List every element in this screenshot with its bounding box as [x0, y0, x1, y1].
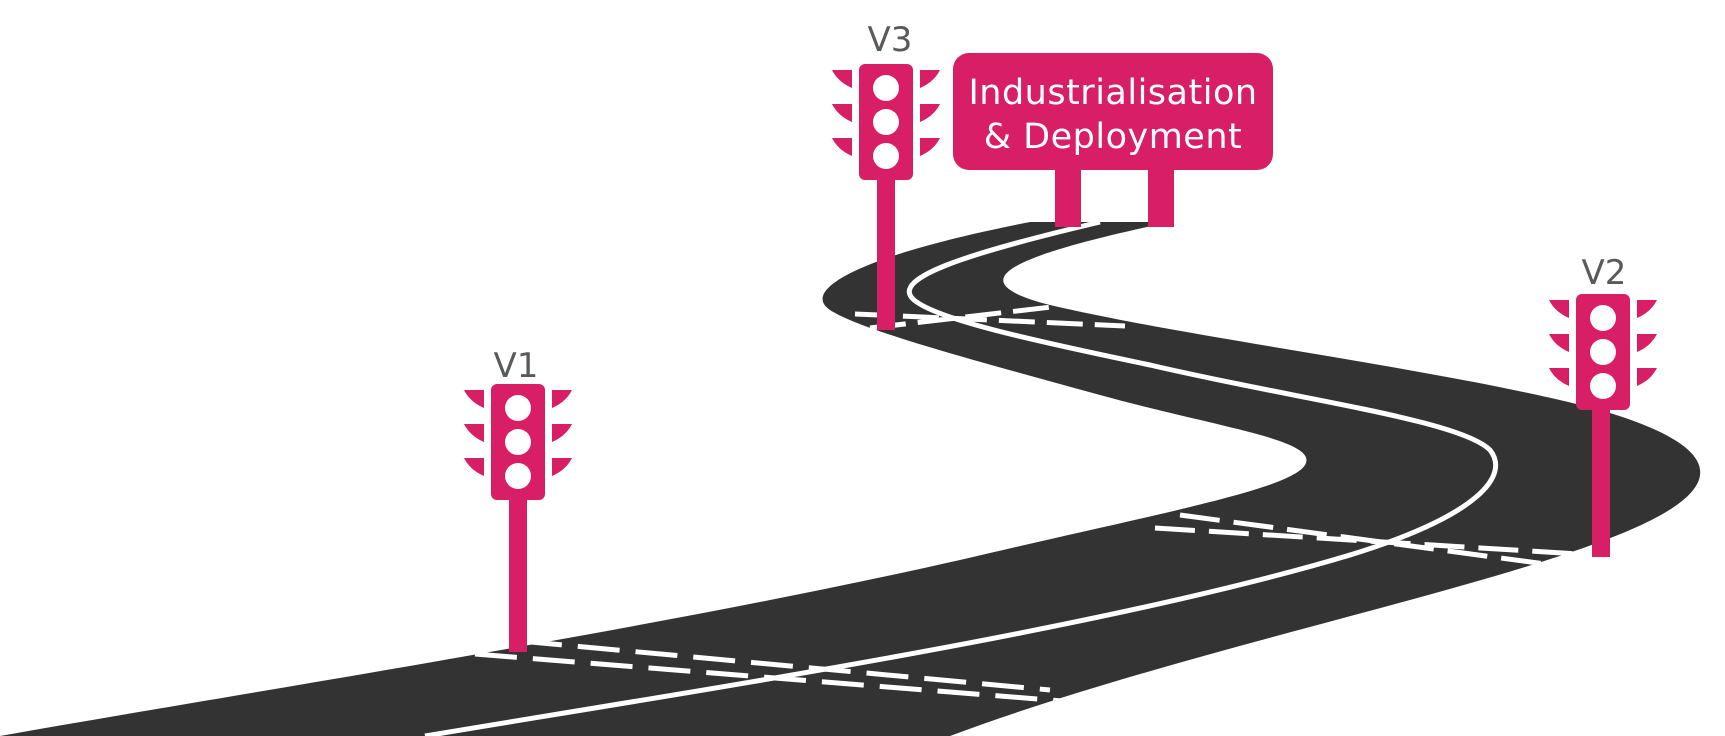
sign-line-2: & Deployment [984, 117, 1243, 157]
crosswalk-line [854, 311, 1126, 329]
traffic-light-icon [1549, 294, 1657, 410]
road [0, 219, 1701, 736]
sign-board [953, 53, 1273, 170]
traffic-light-icon [464, 384, 572, 500]
milestone-label-v2: V2 [1582, 253, 1627, 293]
sign-line-1: Industrialisation [968, 73, 1257, 113]
crosswalk-line [474, 651, 1076, 705]
crosswalk-v3 [854, 303, 1126, 331]
crosswalk-line [519, 638, 1051, 693]
crosswalk-line [1179, 512, 1591, 573]
road-surface [0, 222, 1701, 736]
milestone-label-v1: V1 [494, 346, 539, 386]
traffic-light-icon [832, 64, 940, 180]
milestone-v1: V1 [464, 346, 572, 652]
crosswalk-line [869, 303, 1061, 331]
road-center-line [424, 219, 1499, 736]
traffic-light-pole [877, 170, 895, 330]
crosswalk-v1 [474, 638, 1076, 705]
traffic-light-pole [1592, 395, 1610, 557]
milestone-v2: V2 [1549, 253, 1657, 557]
sign-post-right [1148, 165, 1174, 227]
milestone-label-v3: V3 [868, 20, 913, 60]
traffic-light-pole [509, 490, 527, 652]
sign-post-left [1055, 165, 1081, 227]
milestone-v3: V3 [832, 20, 940, 330]
crosswalk-v2 [1154, 512, 1596, 573]
milestone-sign: Industrialisation & Deployment [953, 53, 1273, 227]
